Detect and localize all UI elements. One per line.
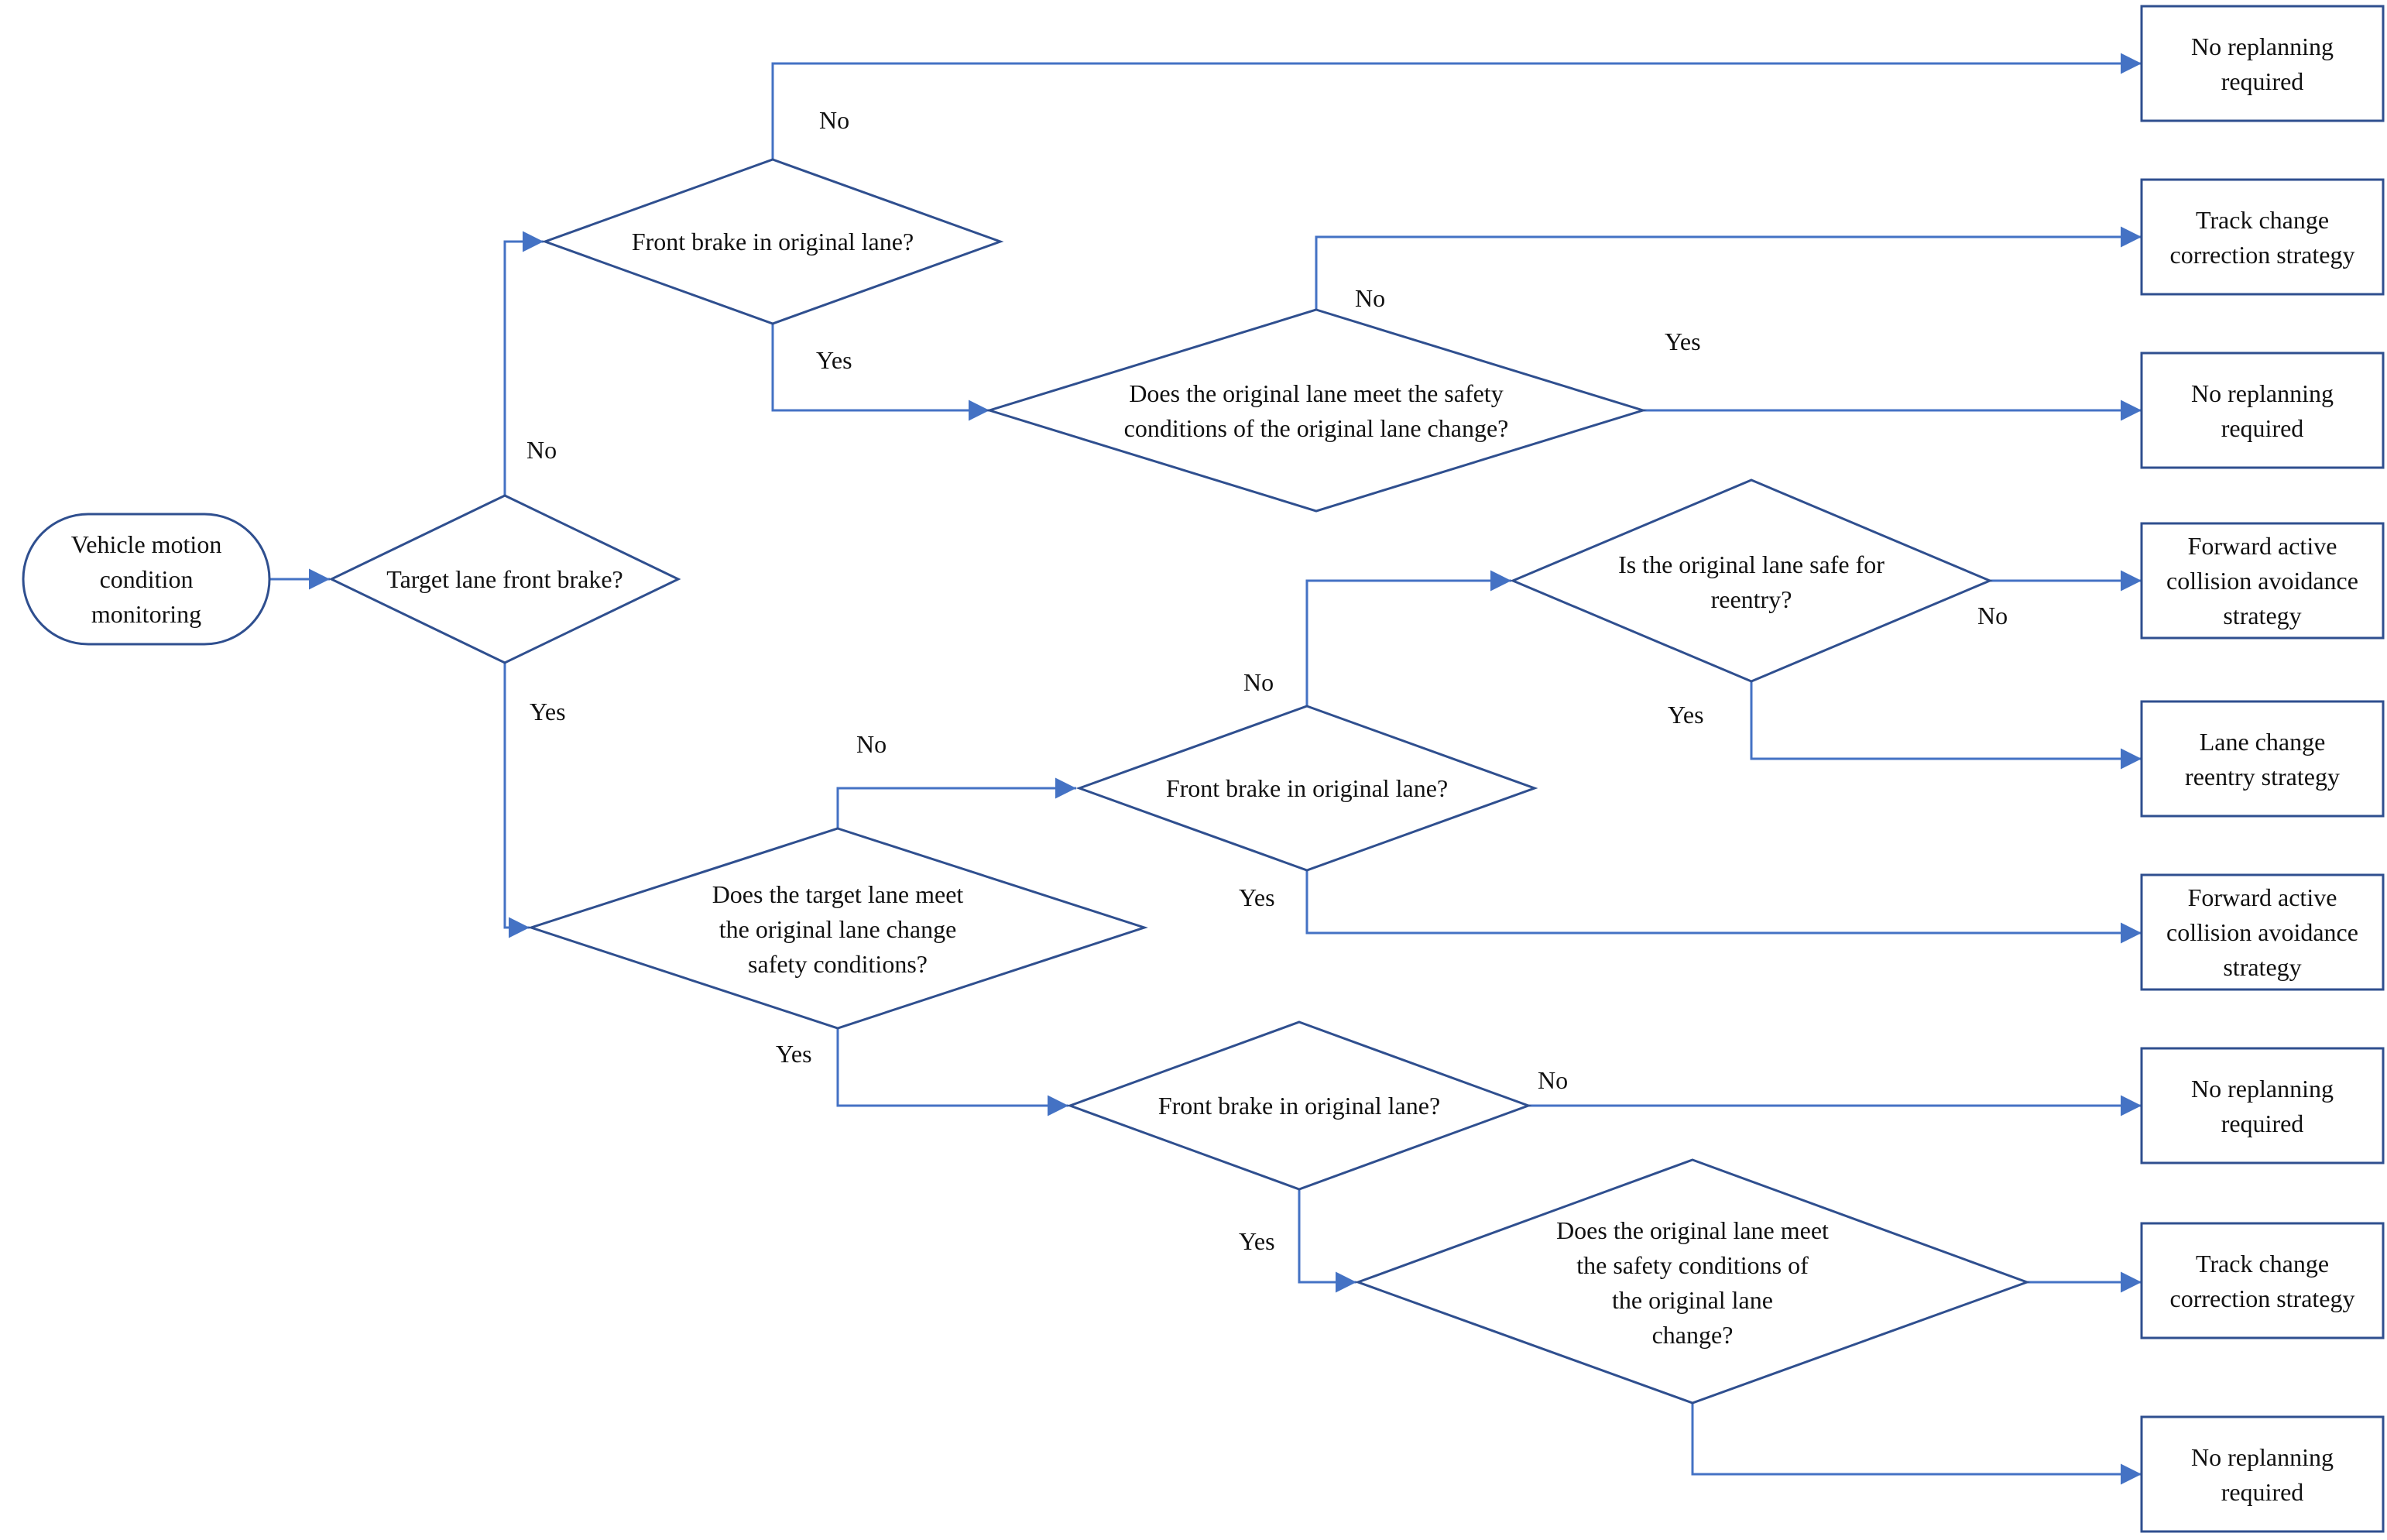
result-box-3: No replanning required [2140,352,2385,469]
node-label-line: safety conditions? [748,950,928,978]
node-label-line: monitoring [91,600,201,628]
result-box-4: Forward active collision avoidance strat… [2140,522,2385,640]
node-label-line: correction strategy [2170,241,2355,269]
node-label-line: change? [1652,1321,1734,1349]
node-label-line: conditions of the original lane change? [1124,414,1509,442]
edge-label: No [856,730,887,758]
node-label-line: collision avoidance [2166,567,2358,595]
node-label-line: Vehicle motion [71,530,222,558]
edge-label: Yes [816,346,852,374]
node-label-line: Is the original lane safe for [1618,550,1885,578]
decision-front-brake-mid: Front brake in original lane? [1075,705,1538,872]
node-label-line: reentry strategy [2185,763,2340,791]
node-label-line: No replanning [2191,1075,2334,1103]
node-label-line: Track change [2196,206,2329,234]
node-label-line: Front brake in original lane? [1166,774,1448,802]
start-node: Vehicle motion condition monitoring [22,513,271,646]
node-label-line: Lane change [2200,728,2326,756]
edge-labels: No Yes No Yes No Yes No Yes No Yes No Ye… [526,106,2008,1255]
node-label-line: Front brake in original lane? [1158,1092,1440,1120]
edge-front-brake-mid-yes [1305,870,2142,944]
edge-orig-safety-low-yes [1691,1403,2142,1485]
node-label-line: Forward active [2188,883,2337,911]
result-box-5: Lane change reentry strategy [2140,700,2385,818]
edge-label: Yes [530,698,566,725]
edge-label: Yes [1239,883,1275,911]
decision-reentry-safe: Is the original lane safe for reentry? [1510,478,1993,683]
edge-label: No [819,106,849,134]
edge-target-brake-yes [503,663,530,938]
node-label-line: Does the target lane meet [712,880,964,908]
edge-label: Yes [1668,701,1704,729]
node-label-line: collision avoidance [2166,918,2358,946]
result-box-8: Track change correction strategy [2140,1222,2385,1339]
edge-target-brake-no [503,231,544,496]
edge-front-brake-top-no [771,53,2142,159]
node-label-line: No replanning [2191,379,2334,407]
result-box-9: No replanning required [2140,1415,2385,1533]
decision-original-lane-safety-top: Does the original lane meet the safety c… [985,308,1648,513]
node-label-line: correction strategy [2170,1284,2355,1312]
node-label-line: strategy [2223,602,2301,629]
edge-label: No [526,436,557,464]
result-box-2: Track change correction strategy [2140,178,2385,296]
decision-target-lane-safety: Does the target lane meet the original l… [527,827,1148,1030]
edge-front-brake-low-yes [1298,1189,1356,1293]
node-label-line: reentry? [1711,585,1792,613]
edge-target-safety-yes [836,1028,1068,1116]
edge-reentry-yes [1750,681,2142,770]
result-box-1: No replanning required [2140,5,2385,122]
decision-front-brake-top: Front brake in original lane? [541,158,1004,325]
edge-label: No [1243,668,1274,696]
edge-label: Yes [1239,1227,1275,1255]
node-label-line: Forward active [2188,532,2337,560]
edge-orig-safety-top-no [1315,226,2142,310]
node-label-line: the safety conditions of [1576,1251,1809,1279]
edge-front-brake-top-yes [771,324,989,421]
node-label-line: No replanning [2191,1443,2334,1471]
node-label-line: Front brake in original lane? [632,228,914,256]
node-label-line: required [2221,1110,2304,1137]
decision-front-brake-low: Front brake in original lane? [1066,1020,1532,1191]
node-label-line: No replanning [2191,33,2334,60]
edge-label: Yes [776,1040,812,1068]
edge-label: No [1355,284,1385,312]
node-label-line: Does the original lane meet the safety [1129,379,1503,407]
result-box-6: Forward active collision avoidance strat… [2140,873,2385,991]
node-label-line: the original lane change [719,915,957,943]
edge-label: No [1977,602,2008,629]
connectors [269,53,2142,1485]
node-label-line: Does the original lane meet [1556,1216,1829,1244]
node-label-line: condition [100,565,194,593]
node-label-line: Target lane front brake? [386,565,622,593]
node-label-line: required [2221,414,2304,442]
node-label-line: required [2221,1478,2304,1506]
decision-original-lane-safety-low: Does the original lane meet the safety c… [1354,1158,2031,1405]
node-label-line: Track change [2196,1250,2329,1278]
decision-target-lane-front-brake: Target lane front brake? [328,494,681,664]
edge-front-brake-mid-no [1305,570,1511,706]
edge-label: Yes [1665,328,1701,355]
result-box-7: No replanning required [2140,1047,2385,1164]
node-label-line: required [2221,67,2304,95]
node-label-line: the original lane [1612,1286,1773,1314]
node-label-line: strategy [2223,953,2301,981]
edge-target-safety-no [836,777,1076,828]
edge-label: No [1538,1066,1568,1094]
